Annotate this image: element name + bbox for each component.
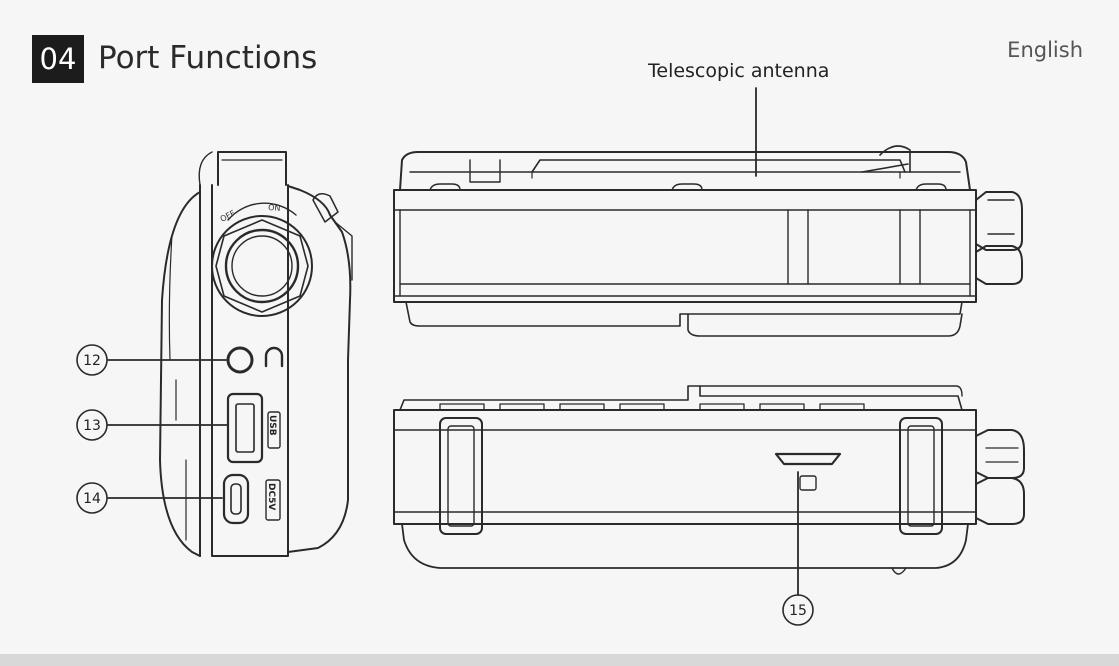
callout-12: 12 (83, 353, 101, 369)
dc-port-label: DC5V (266, 483, 276, 510)
section-number: 04 (32, 35, 84, 83)
bottom-view (393, 385, 1025, 626)
side-view (76, 151, 353, 557)
antenna-label: Telescopic antenna (648, 60, 830, 82)
switch-off-label: OFF (219, 208, 237, 223)
section-title: Port Functions (98, 40, 318, 76)
page-bottom-edge (0, 654, 1119, 666)
switch-on-label: ON (268, 203, 281, 213)
callout-15: 15 (789, 603, 807, 619)
usb-port-label: USB (267, 415, 277, 436)
callout-14: 14 (83, 491, 101, 507)
language-label: English (1007, 38, 1083, 62)
top-view (393, 87, 1023, 337)
callout-13: 13 (83, 418, 101, 434)
